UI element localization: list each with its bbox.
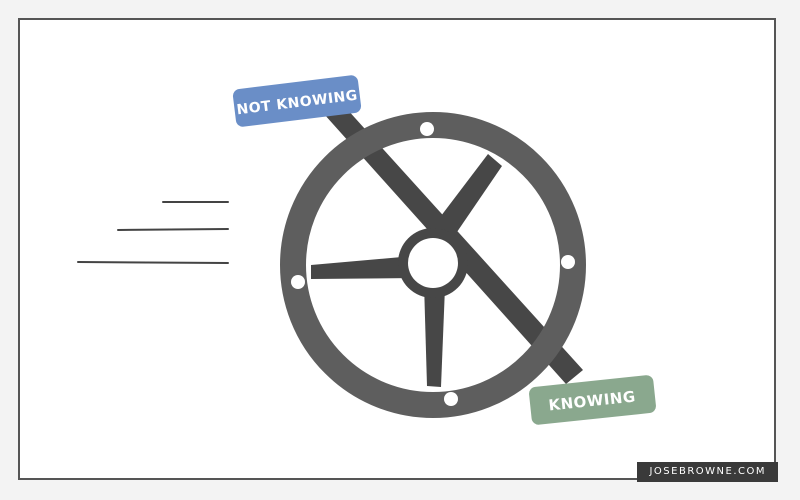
wheel-hub-hole	[408, 238, 458, 288]
wheel-bolts	[291, 122, 575, 406]
not-knowing-label: NOT KNOWING	[232, 75, 362, 127]
knowing-label: KNOWING	[529, 375, 656, 425]
spoke-left	[311, 256, 417, 279]
motion-line-long	[77, 261, 229, 264]
knowing-badge	[529, 375, 656, 425]
wheel	[280, 112, 586, 418]
not-knowing-badge	[232, 75, 362, 127]
spoke-upper-right	[422, 154, 502, 251]
motion-line-medium	[117, 228, 229, 231]
spoke-lower	[424, 283, 445, 387]
site-credit: JOSEBROWNE.COM	[637, 462, 778, 482]
wheel-spokes	[311, 154, 502, 387]
bolt-left	[291, 275, 305, 289]
bolt-bottom	[444, 392, 458, 406]
motion-lines	[77, 201, 229, 264]
bolt-top	[420, 122, 434, 136]
bolt-right	[561, 255, 575, 269]
